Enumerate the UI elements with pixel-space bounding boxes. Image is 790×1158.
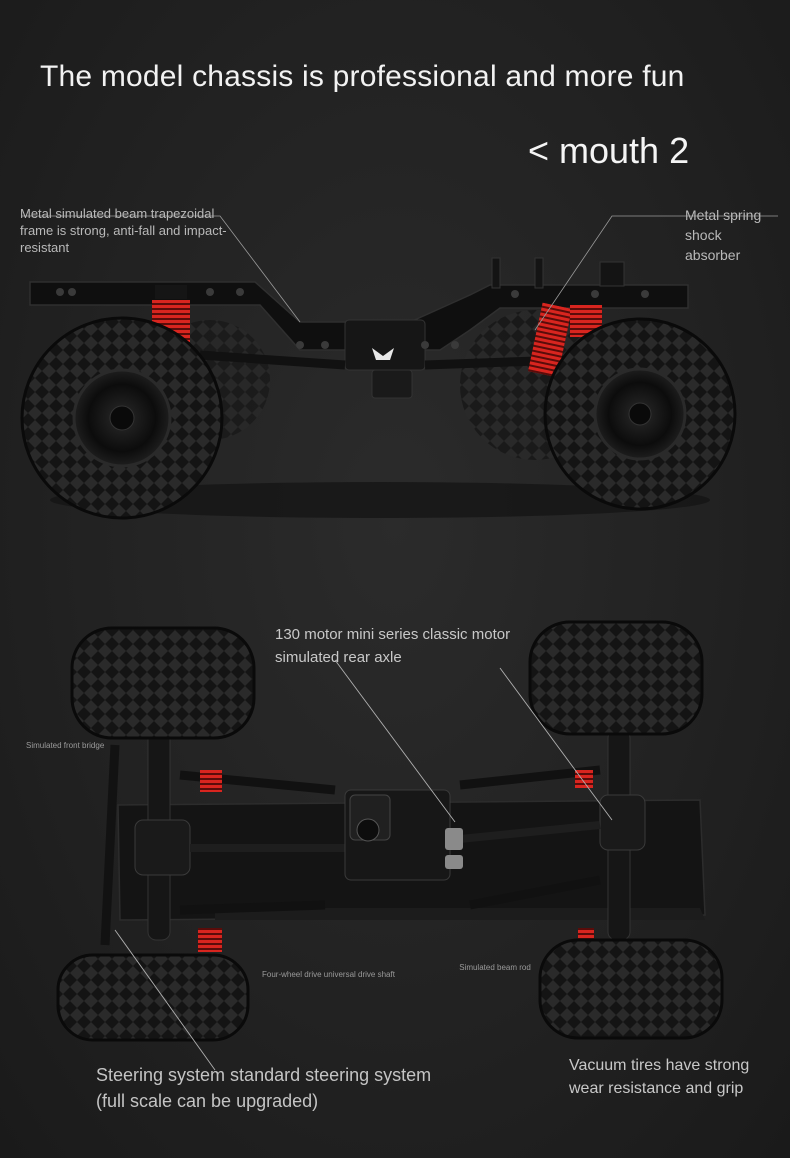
top-front-right-wheel <box>56 953 250 1042</box>
callout-tires: Vacuum tires have strong wear resistance… <box>569 1057 750 1097</box>
callout-metal-beam: Metal simulated beam trapezoidal frame i… <box>20 206 227 255</box>
side-front-wheel <box>20 316 224 520</box>
callout-beam-rod: Simulated beam rod <box>459 963 531 972</box>
top-rear-right-wheel <box>538 938 724 1040</box>
side-rear-wheel <box>543 317 737 511</box>
callout-rear-axle: 130 motor mini series classic motor simu… <box>275 626 511 666</box>
callout-drive-shaft: Four-wheel drive universal drive shaft <box>262 970 395 979</box>
top-view <box>56 620 724 1071</box>
logo-emblem <box>372 348 394 360</box>
page-subtitle: < mouth 2 <box>528 130 690 171</box>
callout-steering: Steering system standard steering system… <box>96 1065 432 1111</box>
top-front-left-wheel <box>70 626 256 740</box>
callout-spring-shock: Metal spring shock absorber <box>685 207 762 263</box>
top-rear-left-wheel <box>528 620 704 736</box>
page-title: The model chassis is professional and mo… <box>40 60 685 93</box>
callout-front-bridge: Simulated front bridge <box>26 741 105 750</box>
side-view <box>20 215 778 520</box>
